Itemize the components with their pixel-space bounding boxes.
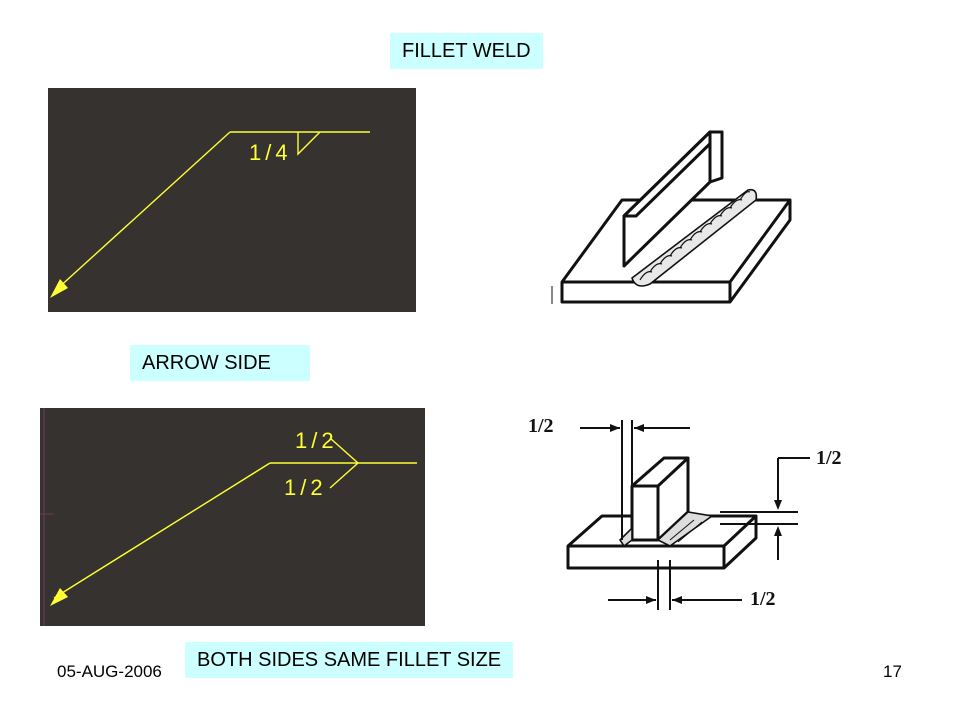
both-sides-label: BOTH SIDES SAME FILLET SIZE: [185, 642, 514, 678]
fillet-size-below-label: 1/2: [284, 475, 327, 500]
fillet-weld-label: FILLET WELD: [390, 33, 543, 69]
fillet-size-label: 1/4: [249, 140, 292, 165]
arrow-head-icon: [50, 279, 68, 298]
arrow-leader-line: [53, 462, 271, 599]
arrow-side-weld-symbol: 1/4: [50, 131, 370, 298]
arrow-side-label: ARROW SIDE: [130, 345, 310, 381]
dimensioned-t-joint-illustration: 1/2 1/2 1/2: [520, 400, 860, 620]
footer-date: 05-AUG-2006: [57, 662, 162, 681]
arrow-head-icon: [50, 588, 68, 606]
arrow-leader-line: [55, 131, 231, 291]
fillet-triangle-symbol: [297, 131, 321, 156]
fillet-size-above-label: 1/2: [295, 428, 338, 453]
page-number: 17: [883, 662, 902, 681]
fillet-triangle-above: [329, 437, 360, 489]
arrow-side-symbol-panel: 1/4: [48, 88, 416, 312]
both-sides-symbol-panel: 1/2 1/2: [40, 408, 425, 626]
dimension-bottom-label: 1/2: [750, 588, 776, 610]
dimension-right-label: 1/2: [816, 447, 842, 469]
dimension-top-left-label: 1/2: [528, 415, 554, 437]
fillet-weld-t-joint-illustration: [540, 120, 800, 320]
both-sides-weld-symbol: 1/2 1/2: [40, 408, 417, 626]
